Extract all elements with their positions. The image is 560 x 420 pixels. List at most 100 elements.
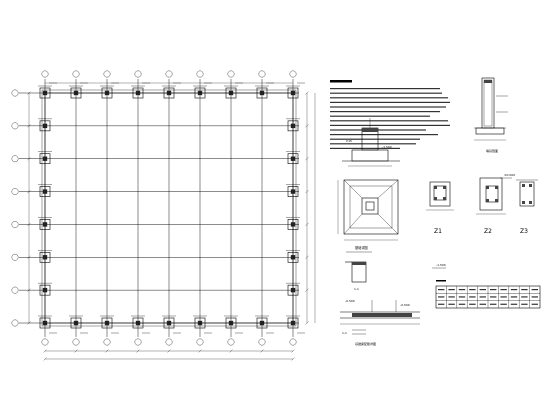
table-cell-mark xyxy=(469,303,476,305)
dimension-tick xyxy=(305,157,309,161)
z2-label: Z2 xyxy=(484,228,492,235)
axis-bubble xyxy=(11,253,19,261)
dimension-tick xyxy=(291,357,295,361)
column-footing xyxy=(131,315,145,329)
table-cell-mark xyxy=(521,303,528,305)
table-cell-mark xyxy=(531,303,538,305)
dimension-tick xyxy=(27,255,31,259)
table-cell-mark xyxy=(448,303,455,305)
axis-bubble xyxy=(134,70,142,78)
dimension-tick xyxy=(305,321,309,325)
column-footing xyxy=(193,315,207,329)
table-cell-mark xyxy=(448,296,455,298)
svg-text:基础详图: 基础详图 xyxy=(355,245,368,250)
dimension-tick xyxy=(27,288,31,292)
axis-grid xyxy=(19,79,299,337)
dimension-tick xyxy=(43,349,47,353)
column-footing xyxy=(69,85,83,99)
column-detail-z1: Z1 xyxy=(426,181,454,235)
footing-section: -1.500 C15 xyxy=(342,118,400,167)
axis-bubble xyxy=(289,338,297,346)
svg-text:墙基剖面: 墙基剖面 xyxy=(486,148,498,153)
axis-bubble xyxy=(103,338,111,346)
axis-bubble xyxy=(165,70,173,78)
dimension-tick xyxy=(43,357,47,361)
column-footing xyxy=(38,151,52,165)
z3-label: Z3 xyxy=(520,228,528,235)
column-footing xyxy=(38,85,52,99)
column-footing xyxy=(224,315,238,329)
svg-text:-1.500: -1.500 xyxy=(382,145,392,149)
column-footing xyxy=(193,85,207,99)
column-footing xyxy=(38,282,52,296)
dimension-tick xyxy=(305,124,309,128)
column-footing xyxy=(162,85,176,99)
dimension-tick xyxy=(74,349,78,353)
note-line xyxy=(330,106,446,108)
axis-bubble xyxy=(227,70,235,78)
note-line xyxy=(330,143,416,145)
elevation-mark-0: -1.500 xyxy=(436,263,446,267)
table-cell-mark xyxy=(438,289,445,291)
svg-text:基础梁配筋详图: 基础梁配筋详图 xyxy=(355,341,376,346)
notes-heading xyxy=(330,80,352,83)
table-cell-mark xyxy=(490,289,497,291)
dimension-tick xyxy=(198,349,202,353)
column-detail-z3: Z3 xyxy=(516,179,538,235)
column-footing xyxy=(162,315,176,329)
table-cell-mark xyxy=(500,289,507,291)
dimension-tick xyxy=(27,321,31,325)
axis-bubble xyxy=(11,122,19,130)
dimension-tick xyxy=(305,255,309,259)
table-cell-mark xyxy=(479,296,486,298)
axis-bubble xyxy=(11,319,19,327)
column-footings xyxy=(38,82,305,334)
table-cell-mark xyxy=(510,296,518,298)
axis-bubble xyxy=(134,338,142,346)
column-footing xyxy=(255,85,269,99)
column-footing xyxy=(224,85,238,99)
axis-bubble xyxy=(72,70,80,78)
table-cell-mark xyxy=(531,296,538,298)
table-cell-mark xyxy=(510,289,518,291)
svg-text:C15: C15 xyxy=(346,139,352,143)
svg-text:-0.500: -0.500 xyxy=(345,299,355,303)
column-footing xyxy=(38,184,52,197)
column-footing xyxy=(69,315,83,329)
section-label: 1-1 xyxy=(354,287,359,291)
column-footing xyxy=(100,315,114,329)
svg-text:-0.500: -0.500 xyxy=(400,303,410,307)
axis-bubble xyxy=(41,70,49,78)
table-cell-mark xyxy=(458,289,466,291)
dimension-tick xyxy=(305,189,309,194)
elevation-markers: ±0.000 -1.500 xyxy=(432,173,515,269)
table-cell-mark xyxy=(438,296,445,298)
dimension-tick xyxy=(27,91,31,95)
column-footing xyxy=(38,118,52,132)
dimension-tick xyxy=(229,349,233,353)
note-line xyxy=(330,134,438,136)
dimension-tick xyxy=(167,349,171,353)
axis-bubble xyxy=(289,70,297,78)
axis-bubble xyxy=(11,155,19,163)
table-cell-mark xyxy=(521,289,528,291)
axis-bubble xyxy=(11,286,19,294)
dimension-lines xyxy=(27,82,316,361)
column-details: Z1 Z2 Z3 xyxy=(426,177,538,235)
note-line xyxy=(330,111,440,113)
dimension-tick xyxy=(27,124,31,128)
svg-text:1-1: 1-1 xyxy=(342,331,347,335)
column-footing xyxy=(286,250,300,263)
column-footing xyxy=(100,85,114,99)
column-detail-z2: Z2 xyxy=(476,177,506,235)
table-cell-mark xyxy=(500,303,507,305)
table-cell-mark xyxy=(521,296,528,298)
axis-bubble xyxy=(103,70,111,78)
column-footing xyxy=(38,250,52,263)
note-line xyxy=(330,88,440,90)
axis-bubble xyxy=(41,338,49,346)
note-line xyxy=(330,101,450,103)
axis-bubble xyxy=(11,188,19,195)
axis-bubble xyxy=(196,70,204,78)
